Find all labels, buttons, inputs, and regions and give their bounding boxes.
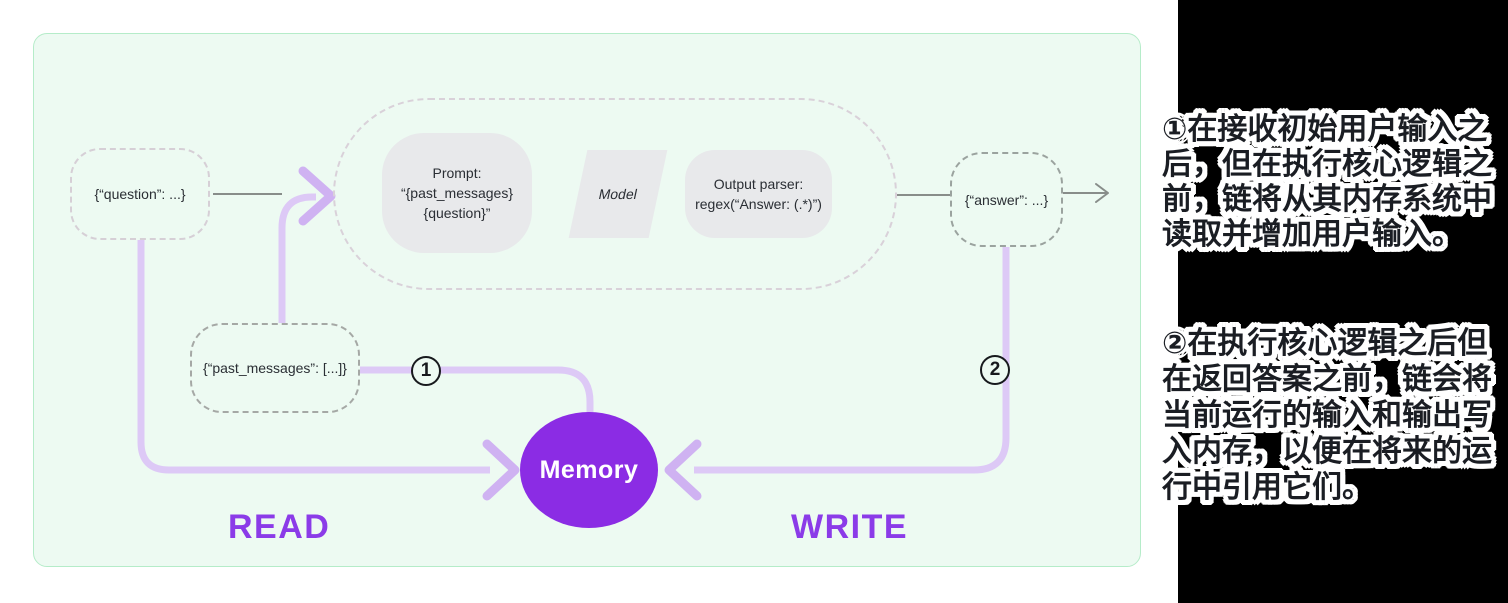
question-node: {“question”: ...}: [70, 148, 210, 240]
past-messages-node-label: {“past_messages”: [...]}: [203, 360, 347, 376]
note1-line4: 读取并增加用户输入。: [1162, 218, 1462, 251]
prompt-node-label-line1: Prompt:: [432, 165, 482, 181]
step-2-badge: 2: [980, 355, 1010, 385]
prompt-node-label-line3: {question}”: [423, 205, 491, 221]
annotation-panel: [1178, 0, 1508, 603]
answer-node-label: {“answer”: ...}: [964, 191, 1049, 208]
model-node-label: Model: [597, 186, 639, 202]
memory-node-label: Memory: [539, 455, 639, 484]
write-label: WRITE: [791, 508, 909, 546]
output-parser-label-line1: Output parser:: [713, 176, 804, 192]
note2-line4: 入内存，以便在将来的运: [1162, 435, 1492, 468]
note1-line2: 后，但在执行核心逻辑之: [1162, 148, 1492, 181]
memory-node: Memory: [520, 412, 658, 528]
step-1-badge-number: 1: [420, 360, 432, 381]
chain-container: [333, 98, 897, 290]
note2-line1: ②在执行核心逻辑之后但: [1162, 327, 1488, 360]
question-node-label: {“question”: ...}: [94, 186, 186, 202]
step-1-badge: 1: [411, 356, 441, 386]
past-messages-node: {“past_messages”: [...]}: [190, 323, 360, 413]
read-label: READ: [228, 508, 331, 546]
prompt-node-label-line2: “{past_messages}: [400, 185, 514, 201]
step-2-badge-number: 2: [989, 359, 1001, 380]
note2-line3: 当前运行的输入和输出写: [1162, 399, 1492, 432]
annotation-note-1: ①在接收初始用户输入之 后，但在执行核心逻辑之 前，链将从其内存系统中 读取并增…: [1162, 112, 1492, 252]
prompt-node: Prompt: “{past_messages} {question}”: [382, 133, 532, 253]
annotation-note-2: ②在执行核心逻辑之后但 在返回答案之前，链会将 当前运行的输入和输出写 入内存，…: [1162, 326, 1492, 506]
note1-line3: 前，链将从其内存系统中: [1162, 183, 1492, 216]
output-parser-node: Output parser: regex(“Answer: (.*)”): [685, 150, 832, 238]
note2-line5: 行中引用它们。: [1162, 471, 1372, 504]
answer-node: {“answer”: ...}: [950, 152, 1063, 247]
note1-line1: ①在接收初始用户输入之: [1162, 113, 1488, 146]
note2-line2: 在返回答案之前，链会将: [1162, 363, 1492, 396]
output-parser-label-line2: regex(“Answer: (.*)”): [695, 196, 822, 212]
